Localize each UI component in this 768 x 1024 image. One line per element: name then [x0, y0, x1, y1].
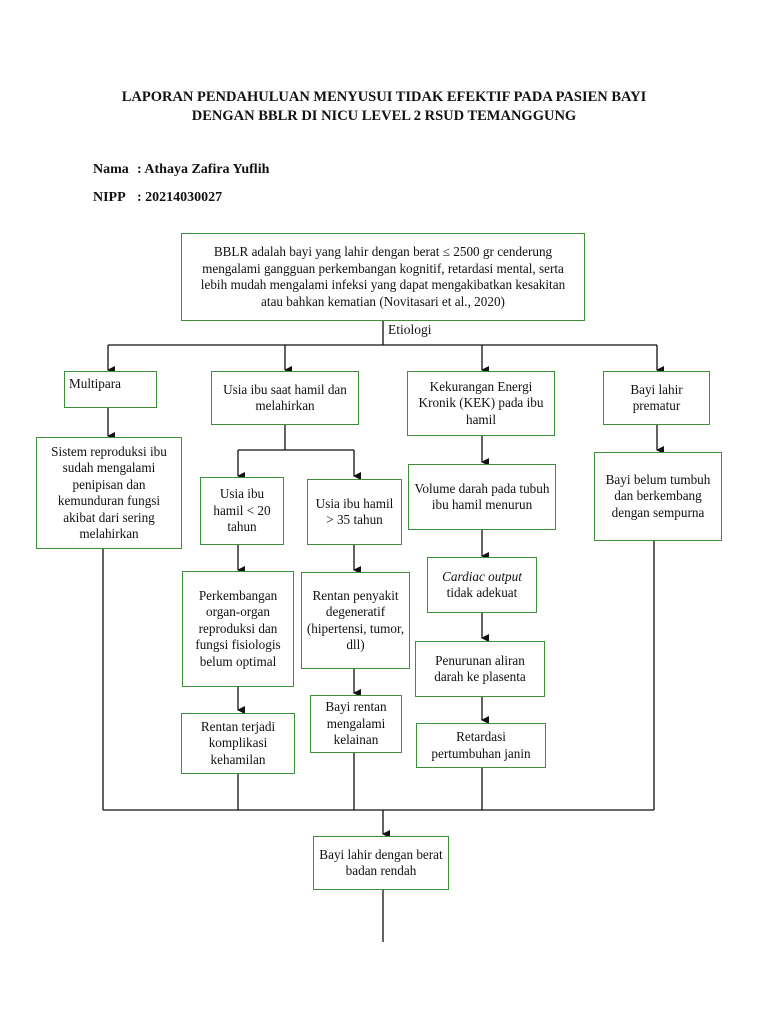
definition-box: BBLR adalah bayi yang lahir dengan berat…	[181, 233, 585, 321]
name-label: Nama	[93, 162, 129, 177]
nipp-row: NIPP : 20214030027	[93, 190, 222, 206]
name-row: Nama : Athaya Zafira Yuflih	[93, 162, 269, 178]
usia-gt35-effect1-box: Rentan penyakit degeneratif (hipertensi,…	[301, 572, 410, 669]
kek-box: Kekurangan Energi Kronik (KEK) pada ibu …	[407, 371, 555, 436]
prematur-effect-box: Bayi belum tumbuh dan berkembang dengan …	[594, 452, 722, 541]
usia-lt20-effect1-box: Perkembangan organ-organ reproduksi dan …	[182, 571, 294, 687]
result-box: Bayi lahir dengan berat badan rendah	[313, 836, 449, 890]
usia-lt20-effect2-box: Rentan terjadi komplikasi kehamilan	[181, 713, 295, 774]
name-value: : Athaya Zafira Yuflih	[137, 162, 270, 177]
multipara-effect-box: Sistem reproduksi ibu sudah mengalami pe…	[36, 437, 182, 549]
usia-gt35-effect2-box: Bayi rentan mengalami kelainan	[310, 695, 402, 753]
cardiac-output-text: Cardiac output	[442, 568, 522, 584]
usia-lt20-box: Usia ibu hamil < 20 tahun	[200, 477, 284, 545]
kek-effect1-box: Volume darah pada tubuh ibu hamil menuru…	[408, 464, 556, 530]
kek-effect4-box: Retardasi pertumbuhan janin	[416, 723, 546, 768]
usia-ibu-box: Usia ibu saat hamil dan melahirkan	[211, 371, 359, 425]
etiologi-label: Etiologi	[388, 322, 432, 337]
nipp-label: NIPP	[93, 190, 126, 205]
kek-effect2-box: Cardiac output tidak adekuat	[427, 557, 537, 613]
title-line-1: LAPORAN PENDAHULUAN MENYUSUI TIDAK EFEKT…	[121, 89, 647, 105]
usia-gt35-box: Usia ibu hamil > 35 tahun	[307, 479, 402, 545]
nipp-value: : 20214030027	[137, 190, 223, 205]
kek-effect3-box: Penurunan aliran darah ke plasenta	[415, 641, 545, 697]
prematur-box: Bayi lahir prematur	[603, 371, 710, 425]
title-line-2: DENGAN BBLR DI NICU LEVEL 2 RSUD TEMANGG…	[191, 108, 577, 124]
tidak-adekuat-text: tidak adekuat	[446, 585, 518, 600]
multipara-box: Multipara	[64, 371, 157, 408]
